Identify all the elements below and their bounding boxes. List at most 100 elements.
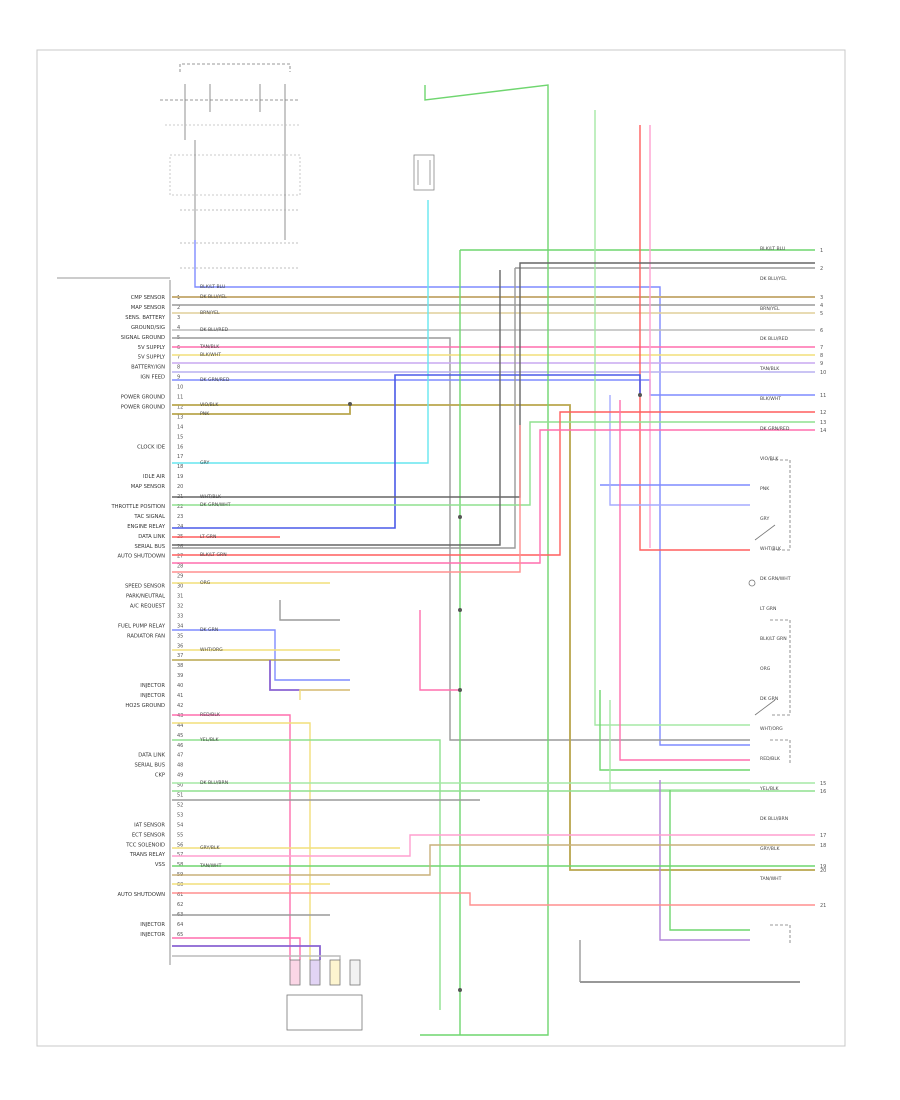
terminal-number: 20 [820, 868, 826, 874]
top-center-sensor [413, 154, 435, 191]
wire-label: DK GRN/RED [200, 377, 230, 383]
wire-pink-7 [172, 937, 301, 960]
terminal-number: 11 [820, 393, 826, 399]
connector-label: ECT SENSOR [132, 832, 166, 838]
wire-label-right: TAN/BLK [759, 366, 780, 372]
junction-dots [348, 393, 642, 992]
pin-number: 4 [177, 325, 180, 331]
pin-number: 31 [177, 594, 183, 600]
pin-number: 56 [177, 842, 183, 848]
wire-violet-2 [269, 660, 350, 691]
pin-number: 16 [177, 444, 183, 450]
wire-label: YEL/BLK [199, 737, 220, 743]
pin-number: 26 [177, 544, 183, 550]
pin-number: 30 [177, 584, 183, 590]
connector-label: INJECTOR [140, 922, 165, 928]
wire-label-right: BLK/LT GRN [760, 636, 787, 642]
terminal-number: 14 [820, 428, 826, 434]
wire-green-2 [172, 421, 815, 506]
pin-number: 54 [177, 822, 183, 828]
connector-label: IAT SENSOR [134, 822, 165, 828]
pin-number: 10 [177, 385, 183, 391]
top-switch-block [160, 63, 301, 269]
wire-label-right: BRN/YEL [760, 306, 780, 312]
pin-number: 12 [177, 404, 183, 410]
connector-label: FUEL PUMP RELAY [118, 623, 166, 629]
connector-label: SERIAL BUS [135, 763, 165, 769]
wire-pink-4 [172, 714, 291, 960]
pin-number: 37 [177, 653, 183, 659]
connector-label: AUTO SHUTDOWN [118, 554, 166, 560]
pin-number: 11 [177, 395, 183, 401]
wire-label-right: DK GRN [760, 696, 778, 702]
terminal-number: 3 [820, 295, 823, 301]
pin-number: 13 [177, 414, 183, 420]
terminal-number: 5 [820, 311, 823, 317]
wire-violet-4 [172, 945, 321, 960]
wire-label: WHT/BLK [200, 494, 222, 500]
pin-number: 42 [177, 703, 183, 709]
wire-red-3 [172, 425, 521, 573]
terminal-number: 7 [820, 345, 823, 351]
wire-gray-v1 [172, 268, 516, 549]
pin-number: 23 [177, 514, 183, 520]
wire-label-right: DK BLU/YEL [760, 276, 787, 282]
pcm-connector [57, 277, 171, 965]
wire-label-right: GRY [760, 516, 769, 522]
connector-label: 5V SUPPLY [138, 345, 166, 351]
wire-label: WHT/ORG [200, 647, 223, 653]
wire-yellow-4 [299, 689, 350, 700]
pin-number: 28 [177, 564, 183, 570]
wire-label: DK BLU/BRN [200, 780, 228, 786]
pin-number: 39 [177, 673, 183, 679]
wire-violet-3 [659, 780, 750, 941]
wire-label-right: ORG [760, 666, 771, 672]
wire-label: DK GRN [200, 627, 218, 633]
wire-green-v2 [420, 84, 549, 1036]
pin-number: 45 [177, 733, 183, 739]
pin-number: 43 [177, 713, 183, 719]
pin-number: 34 [177, 623, 183, 629]
wire-label: DK GRN/WHT [200, 502, 231, 508]
pin-number: 33 [177, 613, 183, 619]
wire-red-v [639, 125, 750, 551]
pin-number: 50 [177, 783, 183, 789]
terminal-number: 16 [820, 789, 826, 795]
wire-blue-2 [172, 379, 815, 396]
right-components [748, 459, 791, 945]
pin-number: 61 [177, 892, 183, 898]
wire-label: TAN/BLK [199, 344, 220, 350]
wire-pink-3 [419, 610, 460, 691]
connector-label: A/C REQUEST [130, 603, 166, 609]
wire-label-right: RED/BLK [760, 756, 781, 762]
wire-label-right: WHT/ORG [760, 726, 783, 732]
pin-number: 6 [177, 345, 180, 351]
wire-label-right: TAN/WHT [759, 876, 782, 882]
pin-number: 64 [177, 922, 183, 928]
connector-label: CKP [155, 773, 165, 779]
pin-number: 8 [177, 365, 180, 371]
connector-label: CLOCK IDE [137, 444, 165, 450]
wire-label: BLK/WHT [200, 352, 221, 358]
terminal-number: 18 [820, 843, 826, 849]
connector-label: IDLE AIR [143, 474, 165, 480]
terminal-number: 17 [820, 833, 826, 839]
wire-label: DK BLU/RED [200, 327, 228, 333]
wire-label: BRN/YEL [200, 310, 220, 316]
wire-label: BLK/LT BLU [200, 284, 225, 290]
wire-label-right: WHT/BLK [760, 546, 782, 552]
wire-label: GRY/BLK [200, 845, 221, 851]
wire-lightgreen-3 [609, 700, 750, 791]
pin-number: 48 [177, 763, 183, 769]
terminal-number: 9 [820, 361, 823, 367]
wire-label-right: DK BLU/BRN [760, 816, 788, 822]
wire-label-right: BLK/WHT [760, 396, 781, 402]
connector-label: ENGINE RELAY [127, 524, 166, 530]
pin-number: 57 [177, 852, 183, 858]
connector-label: INJECTOR [140, 683, 165, 689]
connector-label: BATTERY/IGN [131, 365, 165, 371]
pin-number: 47 [177, 753, 183, 759]
terminal-number: 19 [820, 864, 826, 870]
